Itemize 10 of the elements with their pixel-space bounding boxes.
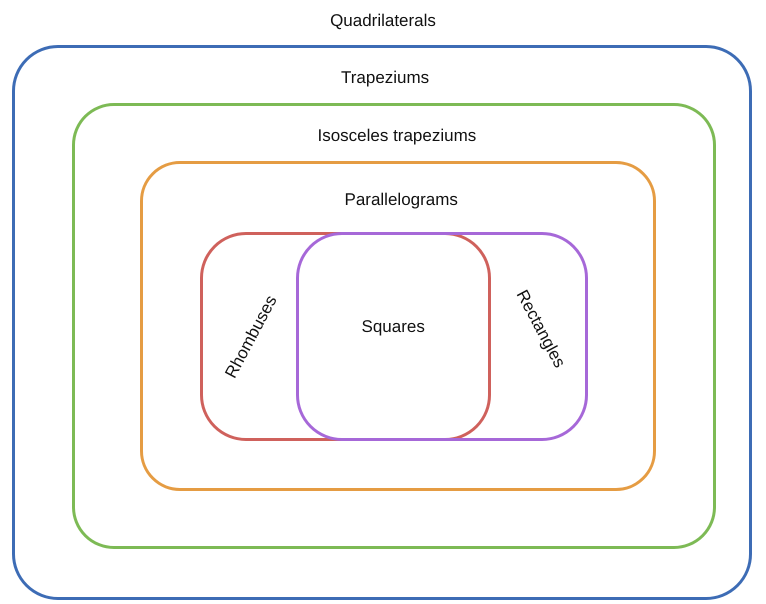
set-label: Trapeziums — [341, 68, 430, 88]
set-region — [296, 232, 588, 441]
set-region — [200, 232, 491, 441]
set-label: Squares — [362, 317, 425, 337]
set-label: Parallelograms — [344, 190, 458, 210]
title: Quadrilaterals — [329, 11, 437, 31]
set-region — [12, 45, 752, 600]
set-label: Isosceles trapeziums — [318, 126, 476, 146]
set-region — [72, 103, 716, 549]
set-region — [140, 161, 656, 491]
